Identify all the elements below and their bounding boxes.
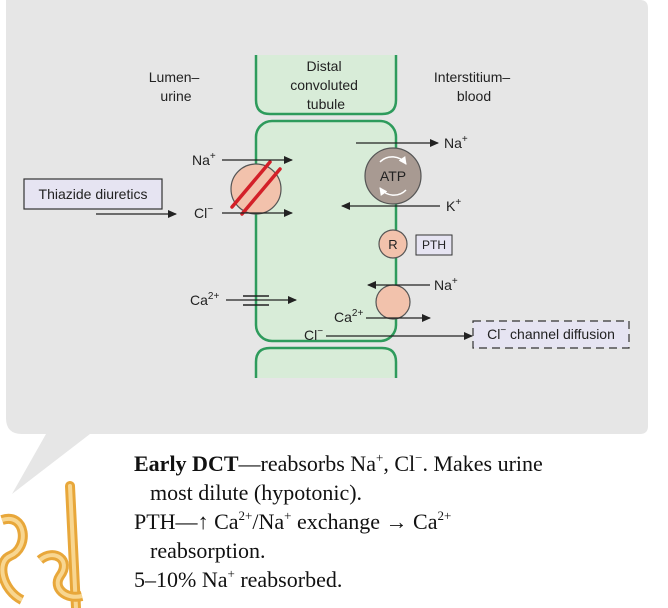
caption-line-5: 5–10% Na+ reabsorbed. (134, 566, 343, 592)
atp-label: ATP (380, 168, 406, 184)
cl-lumen-label: Cl− (194, 204, 213, 221)
k-interstitium-label: K+ (446, 197, 461, 214)
up-arrow-icon: ↑ (197, 509, 209, 534)
cl-channel-label: Cl− channel diffusion (487, 325, 615, 342)
pump-cycle-arrow-top (379, 155, 407, 165)
lumen-label-line2: urine (160, 88, 191, 104)
svg-text:Lumen– urine: Lumen– urine (149, 69, 203, 104)
caption-line-2: most dilute (hypotonic). (150, 480, 363, 505)
pump-cycle-arrow-bottom (379, 187, 407, 197)
pth-label: PTH (422, 238, 446, 252)
interstitium-label-line1: Interstitium– (434, 69, 510, 85)
pth-receptor (378, 229, 408, 259)
tubule-label-line1: Distal (307, 58, 342, 74)
atp-pump (364, 147, 422, 205)
right-arrow-icon: → (385, 509, 408, 534)
tubule-cell-bottom (254, 346, 398, 378)
inhibition-slash-icon (230, 160, 282, 216)
na-exchanger-label: Na+ (434, 276, 458, 293)
tubule-cell-top (254, 55, 398, 116)
tubule-label-line2: convoluted (290, 77, 358, 93)
thiazide-label: Thiazide diuretics (39, 186, 148, 202)
receptor-label: R (388, 237, 397, 252)
caption: Early DCT—reabsorbs Na+, Cl−. Makes urin… (134, 449, 654, 594)
cl-cell-label: Cl− (304, 326, 323, 343)
na-interstitium-label: Na+ (444, 134, 468, 151)
na-ca-exchanger (375, 284, 411, 320)
thiazide-box (23, 178, 163, 210)
pth-box (415, 234, 453, 256)
tubule-label-line3: tubule (307, 96, 345, 112)
svg-text:Interstitium– blood: Interstitium– blood (434, 69, 514, 104)
caption-line-3: PTH—↑ Ca2+/Na+ exchange → Ca2+ (134, 508, 452, 534)
interstitium-label-line2: blood (457, 88, 491, 104)
caption-line-1: Early DCT—reabsorbs Na+, Cl−. Makes urin… (134, 450, 543, 476)
caption-line-4: reabsorption. (150, 538, 266, 563)
ca-channel (243, 295, 269, 306)
caption-heading: Early DCT (134, 451, 239, 476)
ca-lumen-label: Ca2+ (190, 291, 219, 308)
tubule-illustration (0, 481, 84, 608)
na-lumen-label: Na+ (192, 151, 216, 168)
cl-channel-box (472, 320, 630, 349)
lumen-label-line1: Lumen– (149, 69, 200, 85)
ca-cell-label: Ca2+ (334, 308, 363, 325)
svg-text:Distal convoluted tubu: Distal convoluted tubule (290, 58, 362, 112)
nacl-cotransporter (230, 163, 282, 215)
